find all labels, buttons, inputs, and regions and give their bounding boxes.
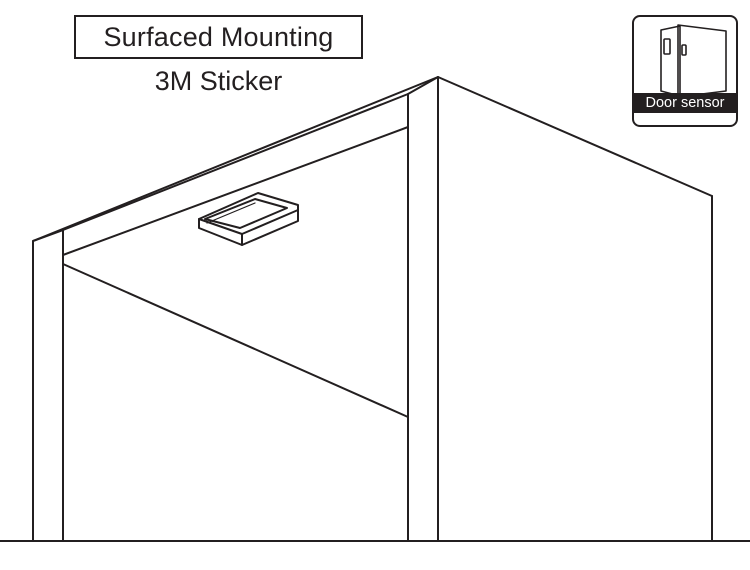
mounting-subtitle: 3M Sticker: [154, 66, 283, 96]
mounting-title-text: Surfaced Mounting: [103, 21, 334, 52]
left-post: [32, 229, 64, 542]
badge-label: Door sensor: [634, 93, 736, 113]
top-edge: [32, 76, 713, 242]
door-sensor-badge: Door sensor: [632, 15, 738, 127]
inner-rail-lower: [62, 263, 409, 418]
mounting-title: Surfaced Mounting: [74, 15, 363, 59]
sensor-device: [198, 192, 299, 246]
inner-rail-upper: [62, 126, 409, 256]
